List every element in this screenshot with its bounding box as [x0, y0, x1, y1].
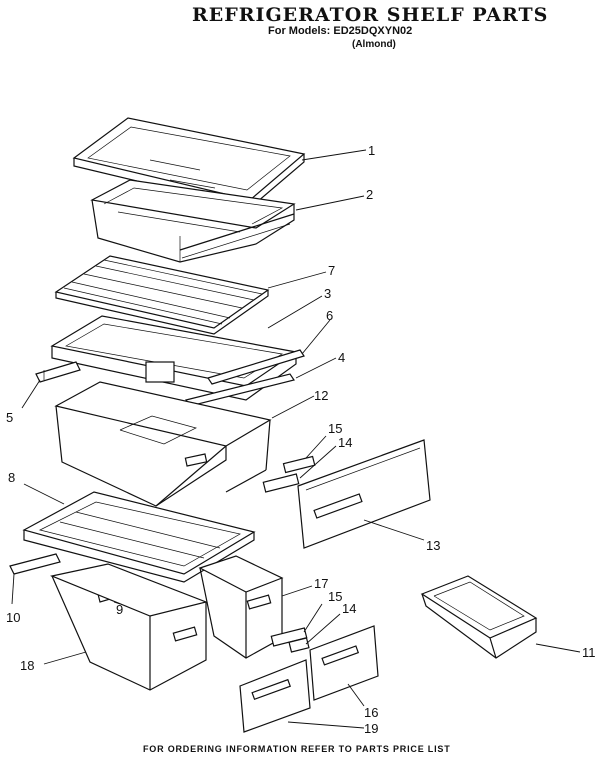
part-17-right-pan	[198, 555, 284, 659]
part-18-left-pan	[49, 563, 208, 691]
part-12-crisper-pan	[54, 381, 272, 507]
callout-4: 4	[338, 350, 345, 365]
model-color: (Almond)	[352, 39, 396, 50]
part-15-upper-clip	[282, 455, 316, 474]
part-1-glass-shelf	[72, 117, 306, 209]
part-11-utility-bin	[420, 575, 538, 659]
part-7-ribbed-shelf	[54, 255, 270, 335]
part-13-crisper-front	[297, 439, 431, 549]
callout-15-lower: 15	[328, 589, 342, 604]
model-number: For Models: ED25DQXYN02	[268, 25, 413, 37]
part-6-slide-rail	[207, 349, 305, 385]
callout-10: 10	[6, 610, 20, 625]
part-14-upper-glide	[262, 473, 300, 493]
callout-16: 16	[364, 705, 378, 720]
callout-12: 12	[314, 388, 328, 403]
callout-2: 2	[366, 187, 373, 202]
part-10-lower-rail	[9, 553, 61, 575]
callout-8: 8	[8, 470, 15, 485]
callout-6: 6	[326, 308, 333, 323]
callout-7: 7	[328, 263, 335, 278]
callout-11: 11	[582, 645, 596, 660]
callout-14-lower: 14	[342, 601, 356, 616]
callout-17: 17	[314, 576, 328, 591]
callout-numbers: 1 2 7 3 6 4 5 12 15 14 8 13 17 10 9 15 1…	[6, 143, 596, 736]
callout-3: 3	[324, 286, 331, 301]
part-19-left-pan-front	[239, 659, 311, 733]
page-title: REFRIGERATOR SHELF PARTS	[192, 4, 549, 26]
callout-19: 19	[364, 721, 378, 736]
callout-18: 18	[20, 658, 34, 673]
callout-14-upper: 14	[338, 435, 352, 450]
part-3-crisper-cover-frame	[50, 315, 298, 401]
part-16-right-pan-front	[309, 625, 379, 701]
callout-15-upper: 15	[328, 421, 342, 436]
callout-1: 1	[368, 143, 375, 158]
part-2-shelf-frame	[90, 179, 296, 263]
part-5-support-rail	[35, 361, 81, 383]
ordering-note: FOR ORDERING INFORMATION REFER TO PARTS …	[143, 744, 451, 754]
leader-lines	[11, 149, 581, 729]
callout-13: 13	[426, 538, 440, 553]
callout-9: 9	[116, 602, 123, 617]
part-8-lower-shelf	[22, 491, 256, 583]
callout-5: 5	[6, 410, 13, 425]
